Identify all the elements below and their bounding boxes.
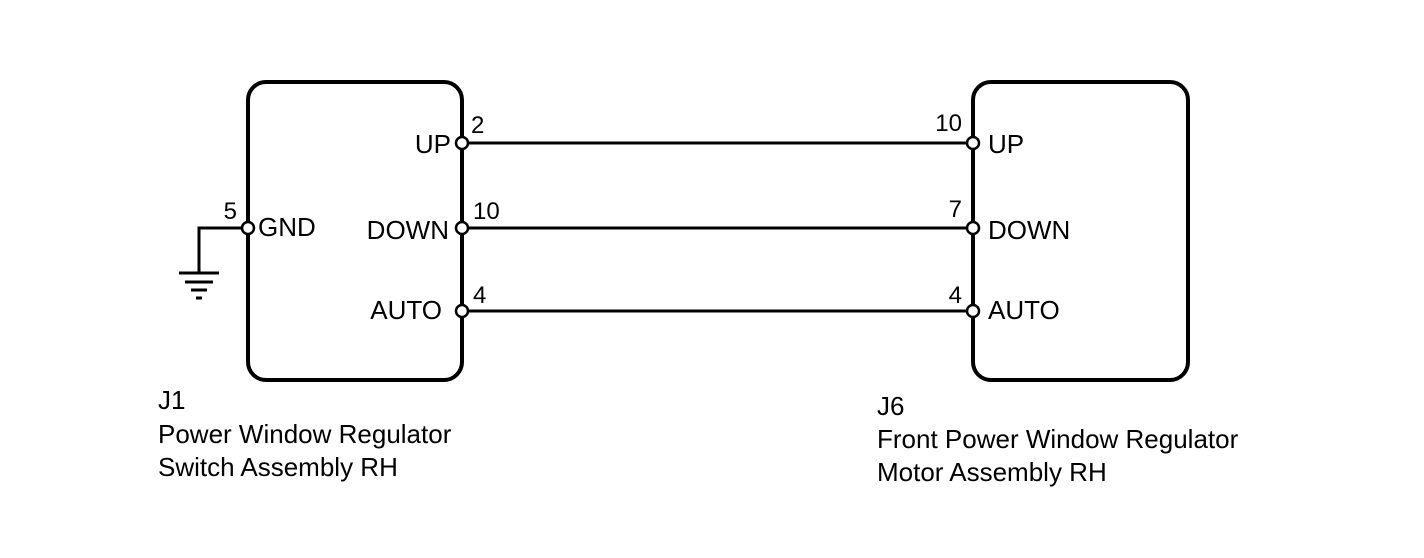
component-name-line2-j6: Motor Assembly RH — [877, 457, 1107, 487]
wire-ground — [197, 226, 242, 272]
terminal-icon — [965, 220, 981, 236]
pin-number-down-j6: 7 — [949, 196, 962, 223]
pin-number-down-j1: 10 — [473, 198, 500, 225]
terminal-icon — [454, 220, 470, 236]
terminal-icon — [965, 303, 981, 319]
pin-number-up-j1: 2 — [471, 112, 484, 139]
pin-label-up-j1: UP — [415, 129, 451, 159]
terminal-icon — [240, 220, 256, 236]
pin-number-up-j6: 10 — [935, 110, 962, 137]
component-name-line2-j1: Switch Assembly RH — [158, 452, 398, 482]
terminal-icon — [965, 135, 981, 151]
ground-icon — [179, 271, 219, 300]
pin-label-down-j1: DOWN — [367, 215, 449, 245]
pin-number-auto-j1: 4 — [473, 282, 486, 309]
component-name-line1-j6: Front Power Window Regulator — [877, 424, 1239, 454]
terminal-icon — [454, 303, 470, 319]
component-code-j1: J1 — [158, 385, 185, 415]
pin-number-gnd: 5 — [224, 198, 237, 225]
pin-label-auto-j1: AUTO — [370, 295, 442, 325]
pin-label-up-j6: UP — [988, 129, 1024, 159]
pin-label-down-j6: DOWN — [988, 215, 1070, 245]
component-code-j6: J6 — [877, 391, 904, 421]
pin-number-auto-j6: 4 — [949, 282, 962, 309]
pin-label-auto-j6: AUTO — [988, 295, 1060, 325]
terminal-icon — [454, 135, 470, 151]
component-name-line1-j1: Power Window Regulator — [158, 419, 452, 449]
pin-label-gnd: GND — [258, 212, 316, 242]
